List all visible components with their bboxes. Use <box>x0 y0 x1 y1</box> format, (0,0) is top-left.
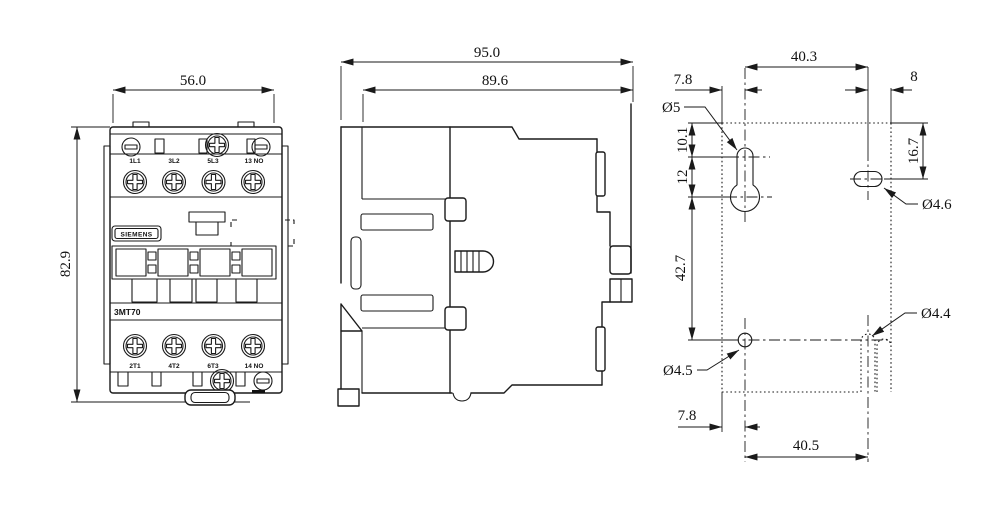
brand-text: SIEMENS <box>120 232 152 239</box>
terminal-label: 5L3 <box>207 158 219 165</box>
band-tab <box>235 371 246 387</box>
dim-top-hole-spacing: 40.3 <box>745 49 868 71</box>
side-depth-dimension: 95.0 <box>340 45 634 120</box>
side-depth-total-value: 95.0 <box>474 45 500 61</box>
terminal-label: 6T3 <box>207 363 219 370</box>
front-height-dimension: 82.9 <box>58 126 250 403</box>
contactor-front-body: 1L1 3L2 5L3 13 NO SIEMENS <box>103 121 295 406</box>
front-height-value: 82.9 <box>58 251 74 277</box>
terminal-screw-icon <box>240 333 266 359</box>
bottom-bump <box>452 392 472 402</box>
side-tab <box>444 197 467 222</box>
corner-notch <box>876 338 892 392</box>
centerlines <box>726 68 895 462</box>
dim-value: 42.7 <box>673 254 689 281</box>
terminal-screw-icon <box>201 333 226 359</box>
front-width-value: 56.0 <box>180 73 206 89</box>
front-width-dimension: 56.0 <box>112 73 275 123</box>
dim-top-left-offset: 7.8 <box>674 72 762 94</box>
fixing-screw-icon <box>253 371 273 391</box>
terminal-label: 1L1 <box>129 158 141 165</box>
terminal-screw-side <box>360 294 434 312</box>
contact-mechanism <box>111 245 277 303</box>
top-right-slot <box>853 170 883 188</box>
terminal-screw-icon <box>122 169 148 195</box>
dim-bottom-hole-spacing: 40.5 <box>745 438 868 461</box>
coil-pin <box>454 250 495 273</box>
din-rail-latch <box>184 389 236 406</box>
terminal-label: 14 NO <box>245 363 264 370</box>
top-tab <box>237 121 255 128</box>
terminal-screw-icon <box>161 333 187 359</box>
terminal-screw-icon <box>201 169 226 195</box>
callout-right-slot-diameter: Ø4.6 <box>883 187 952 213</box>
dim-value: Ø4.5 <box>663 363 693 379</box>
dim-value: 7.8 <box>678 408 697 424</box>
dim-value: Ø4.6 <box>922 197 952 213</box>
mounting-plate-outline <box>721 122 892 393</box>
mounting-drilling-view: 7.8 40.3 8 10.1 12 42.7 16.7 <box>662 49 952 462</box>
dim-top-right-offset: 8 <box>845 69 918 94</box>
terminal-screw-icon <box>122 333 148 359</box>
dim-value: Ø5 <box>662 100 680 116</box>
band-tab <box>151 371 162 387</box>
back-plate <box>595 103 633 386</box>
terminal-label: 3L2 <box>168 158 180 165</box>
dim-value: 40.5 <box>793 438 819 454</box>
band-tab <box>192 371 203 387</box>
dim-bottom-left-offset: 7.8 <box>678 408 760 431</box>
fixing-screw-icon <box>121 137 141 157</box>
keyhole-slot <box>729 147 761 213</box>
dim-value: Ø4.4 <box>921 306 951 322</box>
terminal-label: 2T1 <box>129 363 141 370</box>
front-view: 56.0 82.9 1L1 3L2 <box>58 73 295 406</box>
din-clip-upper <box>609 245 632 275</box>
mounting-foot <box>337 388 360 407</box>
dim-value: 40.3 <box>791 49 817 65</box>
aux-contact-dashed-outline <box>230 219 295 247</box>
side-view: 95.0 89.6 <box>337 45 634 407</box>
terminal-label: 13 NO <box>245 158 264 165</box>
right-rail <box>281 145 289 365</box>
center-latch <box>188 211 226 236</box>
dim-right-slot-top-distance: 16.7 <box>906 123 927 179</box>
terminal-screw-side <box>360 213 434 231</box>
dim-value: 16.7 <box>906 137 922 164</box>
terminal-screw-icon <box>240 169 266 195</box>
dim-value: 7.8 <box>674 72 693 88</box>
left-rail <box>103 145 111 365</box>
terminal-label: 4T2 <box>168 363 180 370</box>
side-depth-body-value: 89.6 <box>482 73 509 89</box>
side-body-depth-dimension: 89.6 <box>362 73 633 122</box>
side-tab <box>444 306 467 331</box>
fixing-screw-icon <box>204 132 230 158</box>
dim-value: 10.1 <box>675 127 691 153</box>
callout-bottom-left-hole-diameter: Ø4.5 <box>663 349 740 379</box>
latch-mark <box>252 390 265 394</box>
dim-keyhole-circle-distance: 12 <box>675 157 696 197</box>
band-tab <box>246 138 256 154</box>
model-text: 3MT70 <box>114 307 141 317</box>
contactor-side-profile <box>337 103 633 407</box>
brand-plate: SIEMENS <box>111 225 162 242</box>
clamp-side <box>350 236 362 290</box>
dim-vertical-hole-spacing: 42.7 <box>673 197 696 340</box>
terminal-screw-icon <box>161 169 187 195</box>
fixing-screw-icon <box>209 368 235 394</box>
callout-bottom-right-slot-diameter: Ø4.4 <box>871 306 951 337</box>
dim-keyhole-top-distance: 10.1 <box>675 123 696 157</box>
band-tab <box>154 138 165 154</box>
dim-value: 12 <box>675 170 691 185</box>
band-tab <box>198 138 208 154</box>
dim-value: 8 <box>910 69 918 85</box>
callout-keyhole-diameter: Ø5 <box>662 100 738 151</box>
top-tab <box>132 121 150 128</box>
band-tab <box>117 371 129 387</box>
